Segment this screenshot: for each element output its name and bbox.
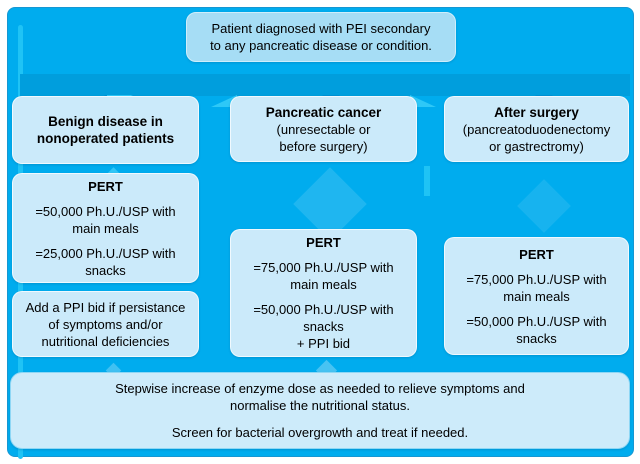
header-after-surgery-sub: (pancreatoduodenectomy or gastrectromy) xyxy=(462,121,611,154)
pert-dose-snacks-surgery: =50,000 Ph.U./USP with snacks xyxy=(466,313,607,346)
header-after-surgery-title: After surgery xyxy=(494,104,579,120)
header-after-surgery: After surgery (pancreatoduodenectomy or … xyxy=(444,96,629,162)
stepwise-advice-text: Stepwise increase of enzyme dose as need… xyxy=(115,381,525,413)
diagnosis-text: Patient diagnosed with PEI secondary to … xyxy=(210,21,432,53)
header-benign-disease: Benign disease in nonoperated patients xyxy=(12,96,199,164)
pert-dose-main-surgery: =75,000 Ph.U./USP with main meals xyxy=(466,271,607,304)
pert-title-surgery: PERT xyxy=(519,246,554,262)
bacterial-overgrowth-text: Screen for bacterial overgrowth and trea… xyxy=(171,425,469,440)
diagnosis-box: Patient diagnosed with PEI secondary to … xyxy=(186,12,456,62)
pert-dose-snacks-benign: =25,000 Ph.U./USP with snacks xyxy=(35,245,176,278)
ppi-recommendation-text: Add a PPI bid if persistance of symptoms… xyxy=(25,299,186,349)
ppi-recommendation-box: Add a PPI bid if persistance of symptoms… xyxy=(12,291,199,357)
pert-dose-main-benign: =50,000 Ph.U./USP with main meals xyxy=(35,203,176,236)
header-pancreatic-cancer-sub: (unresectable or before surgery) xyxy=(276,121,371,154)
pert-title-benign: PERT xyxy=(88,178,123,194)
header-benign-disease-text: Benign disease in nonoperated patients xyxy=(36,114,175,146)
header-pancreatic-cancer-title: Pancreatic cancer xyxy=(265,104,382,120)
pert-title-cancer: PERT xyxy=(306,235,341,250)
stepwise-advice-box: Stepwise increase of enzyme dose as need… xyxy=(10,372,630,449)
pert-box-surgery: PERT =75,000 Ph.U./USP with main meals =… xyxy=(444,237,629,355)
diamond-arrow-right-column xyxy=(517,179,571,233)
pert-box-benign: PERT =50,000 Ph.U./USP with main meals =… xyxy=(12,173,199,283)
pert-dose-main-cancer: =75,000 Ph.U./USP with main meals xyxy=(253,260,394,292)
gutter-accent-strip xyxy=(424,166,430,196)
connector-band xyxy=(20,74,630,96)
header-pancreatic-cancer: Pancreatic cancer (unresectable or befor… xyxy=(230,96,417,162)
pert-box-cancer: PERT =75,000 Ph.U./USP with main meals =… xyxy=(230,229,417,357)
pert-dose-snacks-cancer: =50,000 Ph.U./USP with snacks + PPI bid xyxy=(253,302,394,351)
